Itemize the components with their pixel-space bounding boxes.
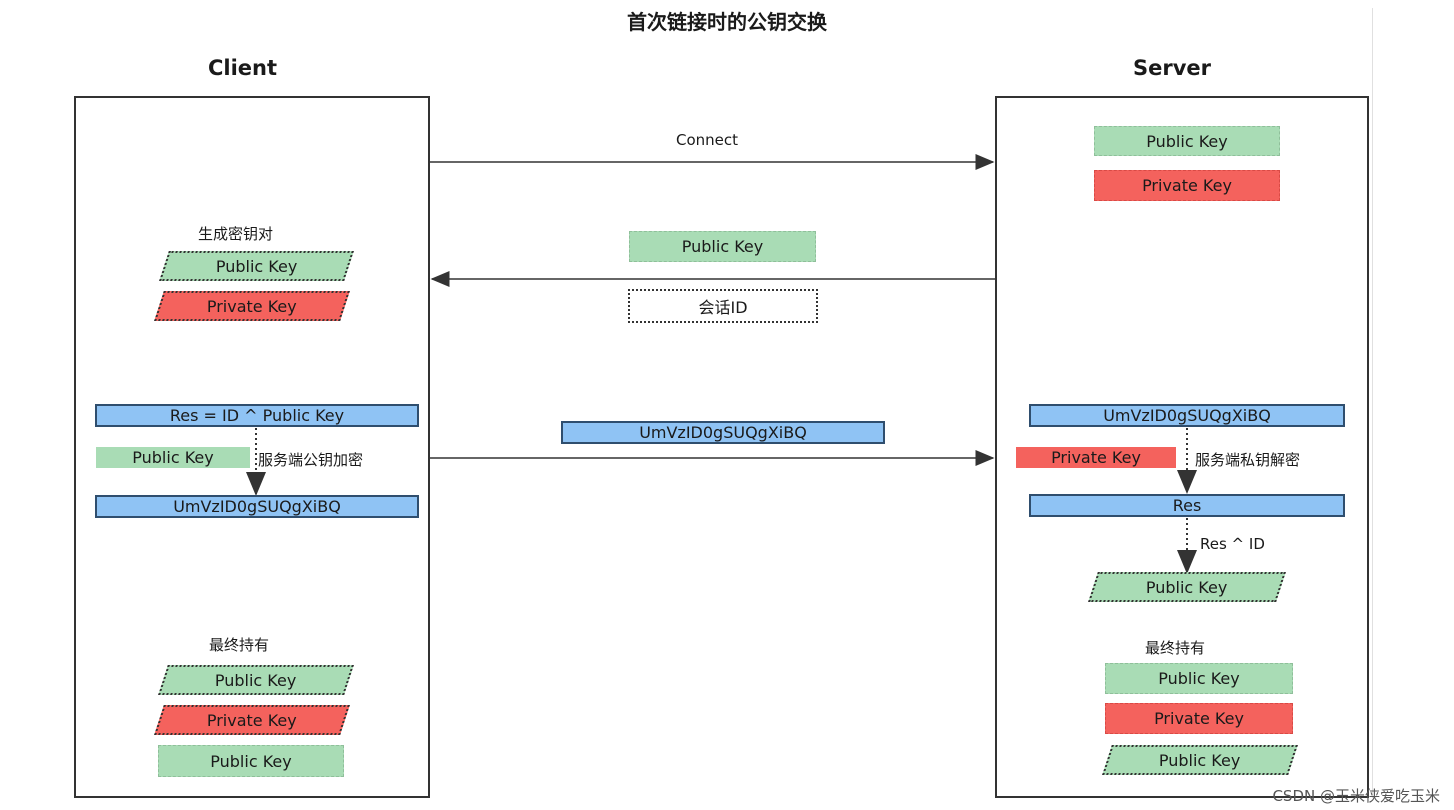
client-heading: Client <box>208 56 278 80</box>
client-cipher-box: UmVzID0gSUQgXiBQ <box>95 495 419 518</box>
server-derived-public-key: Public Key <box>1088 572 1286 602</box>
client-final-public-key-text: Public Key <box>215 670 297 690</box>
server-decrypt-label: 服务端私钥解密 <box>1195 451 1301 469</box>
server-cipher-box: UmVzID0gSUQgXiBQ <box>1029 404 1345 427</box>
server-final-private-key: Private Key <box>1105 703 1293 734</box>
watermark: CSDN @玉米侠爱吃玉米 <box>1272 787 1440 805</box>
server-final-client-public-key: Public Key <box>1102 745 1298 775</box>
server-final-public-key: Public Key <box>1105 663 1293 694</box>
server-decrypt-key: Private Key <box>1016 447 1176 468</box>
right-edge-line <box>1372 8 1373 798</box>
client-final-label: 最终持有 <box>209 636 270 654</box>
server-public-key: Public Key <box>1094 126 1280 156</box>
diagram-title: 首次链接时的公钥交换 <box>627 10 827 34</box>
client-generate-label: 生成密钥对 <box>198 225 274 243</box>
session-id-box: 会话ID <box>628 289 818 323</box>
server-heading: Server <box>1133 56 1212 80</box>
client-encrypt-key: Public Key <box>96 447 250 468</box>
server-res-box: Res <box>1029 494 1345 517</box>
server-private-key: Private Key <box>1094 170 1280 201</box>
client-encrypt-label: 服务端公钥加密 <box>258 451 364 469</box>
client-final-public-key: Public Key <box>158 665 354 695</box>
client-final-private-key-text: Private Key <box>207 710 297 730</box>
connect-label: Connect <box>676 131 739 149</box>
server-derived-public-key-text: Public Key <box>1146 577 1228 597</box>
client-generated-public-key: Public Key <box>159 251 354 281</box>
client-res-box: Res = ID ^ Public Key <box>95 404 419 427</box>
server-final-client-public-key-text: Public Key <box>1159 750 1241 770</box>
server-res-label: Res ^ ID <box>1200 535 1265 553</box>
client-generated-public-key-text: Public Key <box>215 256 298 276</box>
server-final-label: 最终持有 <box>1145 639 1206 657</box>
sent-public-key: Public Key <box>629 231 816 262</box>
client-final-private-key: Private Key <box>154 705 350 735</box>
client-final-server-public-key: Public Key <box>158 745 344 777</box>
client-generated-private-key: Private Key <box>154 291 350 321</box>
client-generated-private-key-text: Private Key <box>207 296 297 316</box>
sent-cipher-box: UmVzID0gSUQgXiBQ <box>561 421 885 444</box>
